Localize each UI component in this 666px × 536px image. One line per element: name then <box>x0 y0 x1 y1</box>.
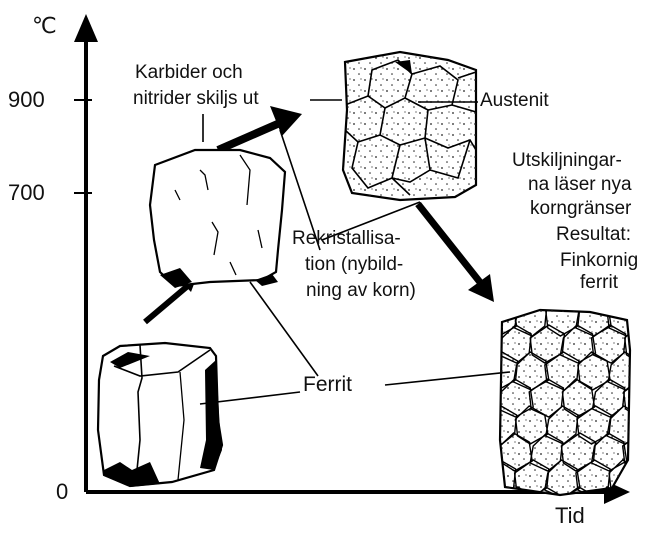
y-tick-900: 900 <box>8 88 45 112</box>
label-rekrist-line1: Rekristallisa- <box>292 228 401 250</box>
y-tick-700: 700 <box>8 181 45 205</box>
label-resultat-line2: Finkornig <box>560 250 638 272</box>
y-tick-0: 0 <box>56 480 68 504</box>
label-utskilj-line3: korngränser <box>530 198 631 220</box>
label-rekrist-line3: ning av korn) <box>306 280 416 302</box>
grain-cell <box>624 487 656 525</box>
label-karbider-line1: Karbider och <box>135 62 243 84</box>
label-ferrit: Ferrit <box>303 374 352 396</box>
grain-cell <box>638 406 666 444</box>
grain-cell <box>639 352 666 390</box>
austenite-block <box>340 48 480 203</box>
label-utskilj-line1: Utskiljningar- <box>512 150 622 172</box>
x-axis-label: Tid <box>555 504 585 528</box>
grain-cell <box>482 514 517 531</box>
grain-cell <box>638 514 666 531</box>
grain-cell <box>655 325 666 363</box>
label-resultat-line3: ferrit <box>580 272 618 294</box>
grain-cell <box>656 433 666 471</box>
grain-cell <box>640 298 666 336</box>
coarse-ferrite-block <box>98 343 222 487</box>
grain-cell <box>655 487 666 525</box>
label-rekrist-line2: tion (nybild- <box>305 254 403 276</box>
fine-ferrite-block <box>482 298 666 531</box>
label-karbider-line2: nitrider skiljs ut <box>133 88 259 110</box>
y-axis <box>74 14 98 492</box>
label-austenit: Austenit <box>480 90 549 112</box>
grain-cell <box>514 514 548 531</box>
grain-cell <box>608 514 642 531</box>
arrow-to-austenite <box>218 106 302 150</box>
grain-cell <box>654 379 666 417</box>
y-axis-unit: ℃ <box>32 14 57 38</box>
grain-cell <box>639 460 666 498</box>
label-utskilj-line2: na läser nya <box>528 174 632 196</box>
label-resultat-line1: Resultat: <box>556 224 631 246</box>
y-ticks <box>74 100 92 193</box>
recrystallisation-block <box>148 145 290 290</box>
arrow-to-fine-ferrite <box>418 204 494 302</box>
